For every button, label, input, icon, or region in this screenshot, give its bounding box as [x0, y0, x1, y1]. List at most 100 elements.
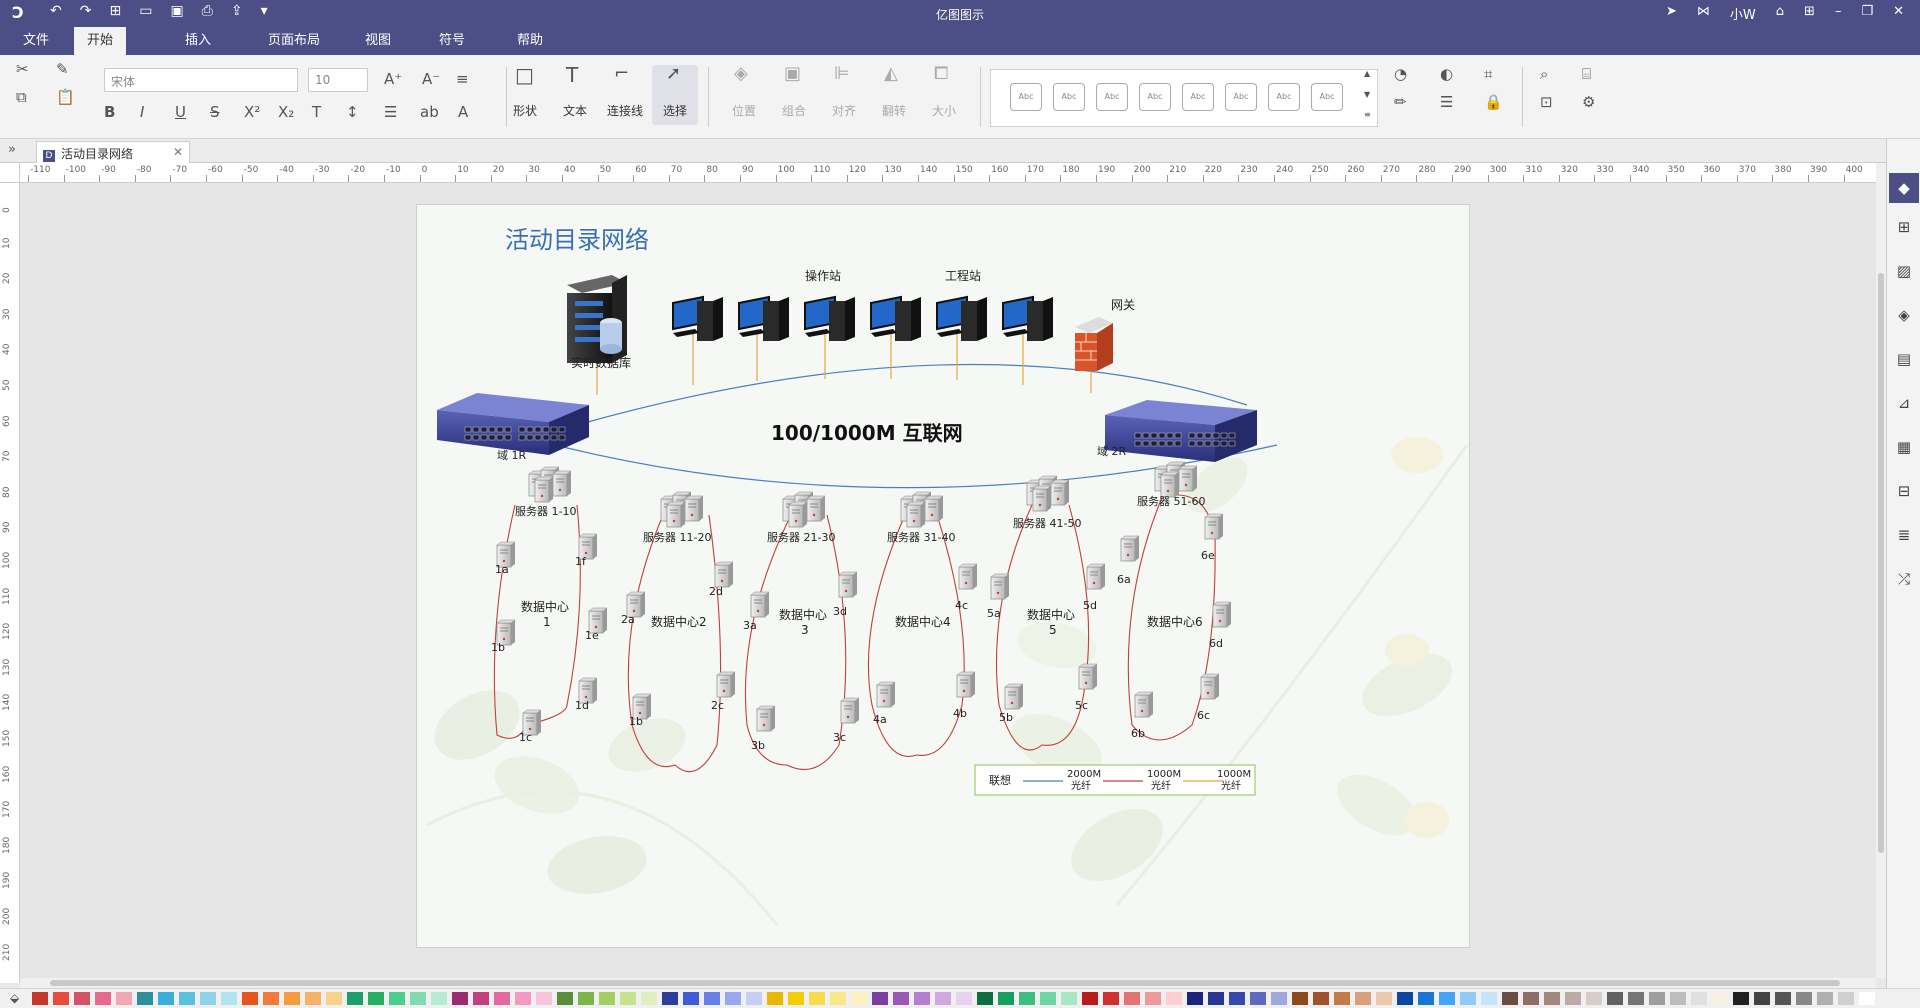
palette-swatch[interactable] [956, 992, 972, 1005]
server-node-icon[interactable] [632, 693, 652, 720]
flip-icon[interactable]: ◭ [884, 63, 898, 84]
lock-icon[interactable]: 🔒 [1484, 93, 1503, 111]
server-node-icon[interactable] [956, 671, 976, 698]
gallery-down-icon[interactable]: ▼ [1364, 90, 1371, 99]
connector-icon[interactable]: ⌐ [614, 63, 630, 84]
server-node-icon[interactable] [578, 677, 598, 704]
style-preset-7[interactable]: Abc [1311, 83, 1343, 111]
font-shrink-icon[interactable]: A⁻ [422, 70, 441, 88]
server-node-icon[interactable] [1004, 683, 1024, 710]
palette-swatch[interactable] [809, 992, 825, 1005]
palette-swatch[interactable] [53, 992, 69, 1005]
palette-swatch[interactable] [662, 992, 678, 1005]
switch-left-icon[interactable] [437, 393, 589, 455]
text-case-icon[interactable]: T [312, 103, 322, 121]
palette-swatch[interactable] [1859, 992, 1875, 1005]
palette-swatch[interactable] [1019, 992, 1035, 1005]
subscript-icon[interactable]: X₂ [278, 103, 295, 121]
redo-icon[interactable]: ↷ [79, 3, 92, 19]
arrange-align-label[interactable]: 对齐 [831, 104, 856, 118]
server-node-icon[interactable] [840, 697, 860, 724]
workstation-icon[interactable] [870, 295, 921, 341]
search-icon[interactable]: ⌕ [1540, 65, 1549, 83]
palette-swatch[interactable] [305, 992, 321, 1005]
align-text-icon[interactable]: ≡ [456, 70, 469, 88]
server-node-icon[interactable] [496, 619, 516, 646]
palette-swatch[interactable] [788, 992, 804, 1005]
server-node-icon[interactable] [838, 571, 858, 598]
align-icon[interactable]: ⊫ [834, 63, 850, 84]
layers-icon[interactable]: ◈ [734, 63, 748, 84]
palette-swatch[interactable] [1691, 992, 1707, 1005]
palette-swatch[interactable] [935, 992, 951, 1005]
palette-swatch[interactable] [431, 992, 447, 1005]
palette-swatch[interactable] [1754, 992, 1770, 1005]
palette-swatch[interactable] [200, 992, 216, 1005]
palette-swatch[interactable] [1061, 992, 1077, 1005]
workstation-icon[interactable] [738, 295, 789, 341]
server-node-icon[interactable] [1078, 663, 1098, 690]
palette-swatch[interactable] [1229, 992, 1245, 1005]
close-button[interactable]: ✕ [1893, 4, 1904, 19]
palette-swatch[interactable] [1313, 992, 1329, 1005]
bullet-list-icon[interactable]: ☰ [384, 103, 398, 121]
palette-swatch[interactable] [389, 992, 405, 1005]
line-color-icon[interactable]: ✏ [1394, 93, 1407, 111]
square-icon[interactable]: □ [515, 63, 534, 87]
palette-swatch[interactable] [704, 992, 720, 1005]
table-icon[interactable]: ▦ [1896, 438, 1912, 456]
palette-swatch[interactable] [683, 992, 699, 1005]
server-cluster-icon[interactable] [1026, 475, 1070, 512]
layers-panel-icon[interactable]: ◈ [1898, 306, 1910, 324]
size-icon[interactable]: ⧠ [934, 63, 949, 84]
palette-swatch[interactable] [578, 992, 594, 1005]
switch-right-icon[interactable] [1105, 400, 1257, 462]
server-cluster-icon[interactable] [1154, 461, 1198, 498]
format-painter-icon[interactable]: ✎ [56, 60, 69, 78]
palette-swatch[interactable] [851, 992, 867, 1005]
menu-tab-4[interactable]: 视图 [364, 33, 391, 48]
bold-icon[interactable]: B [104, 103, 116, 121]
palette-swatch[interactable] [1838, 992, 1854, 1005]
gallery-up-icon[interactable]: ▲ [1364, 69, 1371, 78]
underline-icon[interactable]: U [175, 103, 186, 121]
customize-qa-icon[interactable]: ▾ [260, 3, 268, 19]
workstation-icon[interactable] [804, 295, 855, 341]
workstation-icon[interactable] [1002, 295, 1053, 341]
tool-connector-label[interactable]: 连接线 [606, 104, 643, 118]
user-name[interactable]: 小W [1729, 8, 1756, 23]
fill-icon[interactable]: ◔ [1394, 65, 1408, 83]
palette-swatch[interactable] [1670, 992, 1686, 1005]
palette-swatch[interactable] [1607, 992, 1623, 1005]
palette-swatch[interactable] [410, 992, 426, 1005]
server-node-icon[interactable] [1204, 513, 1224, 540]
palette-swatch[interactable] [32, 992, 48, 1005]
fit-page-icon[interactable]: ⊡ [1540, 93, 1553, 111]
palette-swatch[interactable] [1502, 992, 1518, 1005]
firewall-icon[interactable] [1075, 317, 1113, 371]
palette-swatch[interactable] [1292, 992, 1308, 1005]
font-color-icon[interactable]: A [458, 103, 469, 121]
style-preset-6[interactable]: Abc [1268, 83, 1300, 111]
server-node-icon[interactable] [750, 591, 770, 618]
italic-icon[interactable]: I [140, 103, 145, 121]
font-grow-icon[interactable]: A⁺ [384, 70, 403, 88]
server-node-icon[interactable] [990, 573, 1010, 600]
minimize-button[interactable]: – [1834, 4, 1842, 19]
save-icon[interactable]: ▣ [170, 3, 184, 19]
server-node-icon[interactable] [496, 541, 516, 568]
send-icon[interactable]: ➤ [1666, 4, 1677, 19]
server-cluster-icon[interactable] [782, 491, 826, 528]
tool-select-label[interactable]: 选择 [662, 104, 687, 118]
menu-tab-0[interactable]: 文件 [22, 33, 49, 48]
crop-icon[interactable]: ⌗ [1484, 65, 1493, 83]
find-replace-icon[interactable]: ⌸ [1582, 65, 1592, 83]
palette-swatch[interactable] [263, 992, 279, 1005]
palette-swatch[interactable] [1460, 992, 1476, 1005]
font-size-select[interactable]: 10 [308, 68, 368, 92]
palette-swatch[interactable] [515, 992, 531, 1005]
style-preset-3[interactable]: Abc [1139, 83, 1171, 111]
palette-swatch[interactable] [1817, 992, 1833, 1005]
server-node-icon[interactable] [876, 681, 896, 708]
